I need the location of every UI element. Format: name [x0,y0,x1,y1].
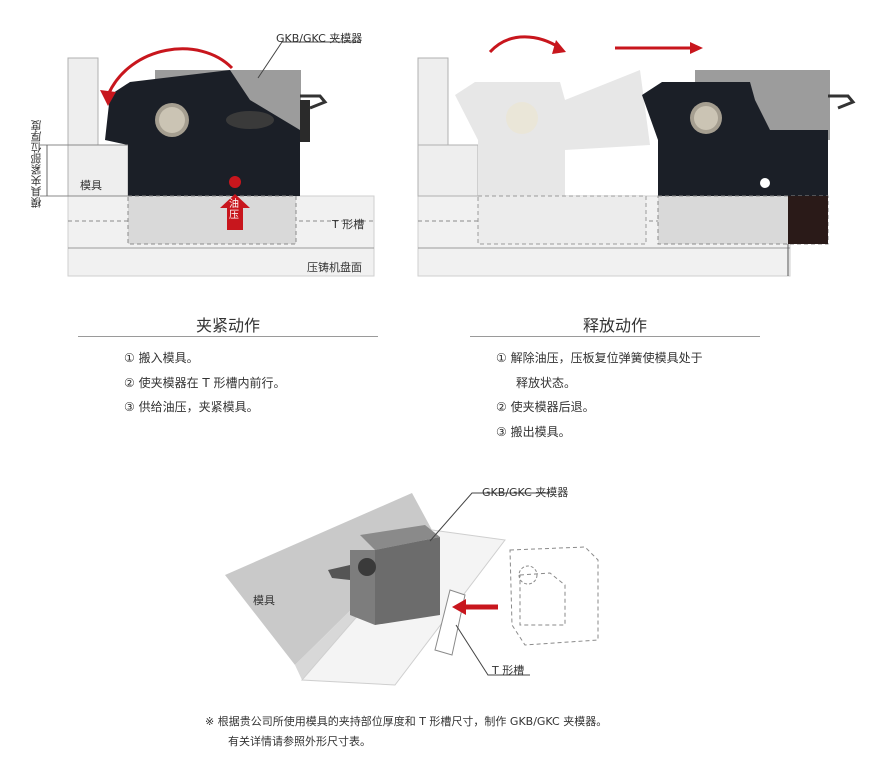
thickness-label: 模具夹紧部位厚度 [30,120,43,208]
mold-label: 模具 [80,179,102,192]
clamp-step-2: ② 使夹模器在 T 形槽内前行。 [124,375,286,390]
release-action-divider [470,336,760,337]
isometric-diagram [225,492,599,686]
clamp-action-divider [78,336,378,337]
release-step-2: ② 使夹模器后退。 [496,400,595,414]
release-action-steps: ① 解除油压，压板复位弹簧使模具处于 释放状态。 ② 使夹模器后退。 ③ 搬出模… [496,346,703,444]
release-action-title: 释放动作 [582,316,647,335]
oil-pressure-label: 油压 [229,199,239,221]
t-slot-label: T 形槽 [332,218,365,231]
clamp-step-1: ① 搬入模具。 [124,351,199,365]
iso-mold-label: 模具 [253,594,275,607]
clamp-unit-label: GKB/GKC 夹模器 [276,32,363,45]
clamp-diagram [40,41,375,277]
footnote: ※ 根据贵公司所使用模具的夹持部位厚度和 T 形槽尺寸，制作 GKB/GKC 夹… [205,712,607,752]
clamp-action-steps: ① 搬入模具。 ② 使夹模器在 T 形槽内前行。 ③ 供给油压，夹紧模具。 [124,346,286,420]
footnote-line-2: 有关详情请参照外形尺寸表。 [228,735,371,748]
iso-clamp-unit-label: GKB/GKC 夹模器 [482,486,569,499]
release-step-1: ① 解除油压，压板复位弹簧使模具处于 [496,351,703,365]
release-step-3: ③ 搬出模具。 [496,424,571,439]
release-diagram [417,35,856,277]
iso-t-slot-label: T 形槽 [492,664,525,677]
footnote-line-1: ※ 根据贵公司所使用模具的夹持部位厚度和 T 形槽尺寸，制作 GKB/GKC 夹… [205,715,608,728]
release-step-1-cont: 释放状态。 [516,375,577,390]
clamp-action-title: 夹紧动作 [195,316,260,335]
platen-label: 压铸机盘面 [307,261,362,274]
clamp-step-3: ③ 供给油压，夹紧模具。 [124,400,259,414]
